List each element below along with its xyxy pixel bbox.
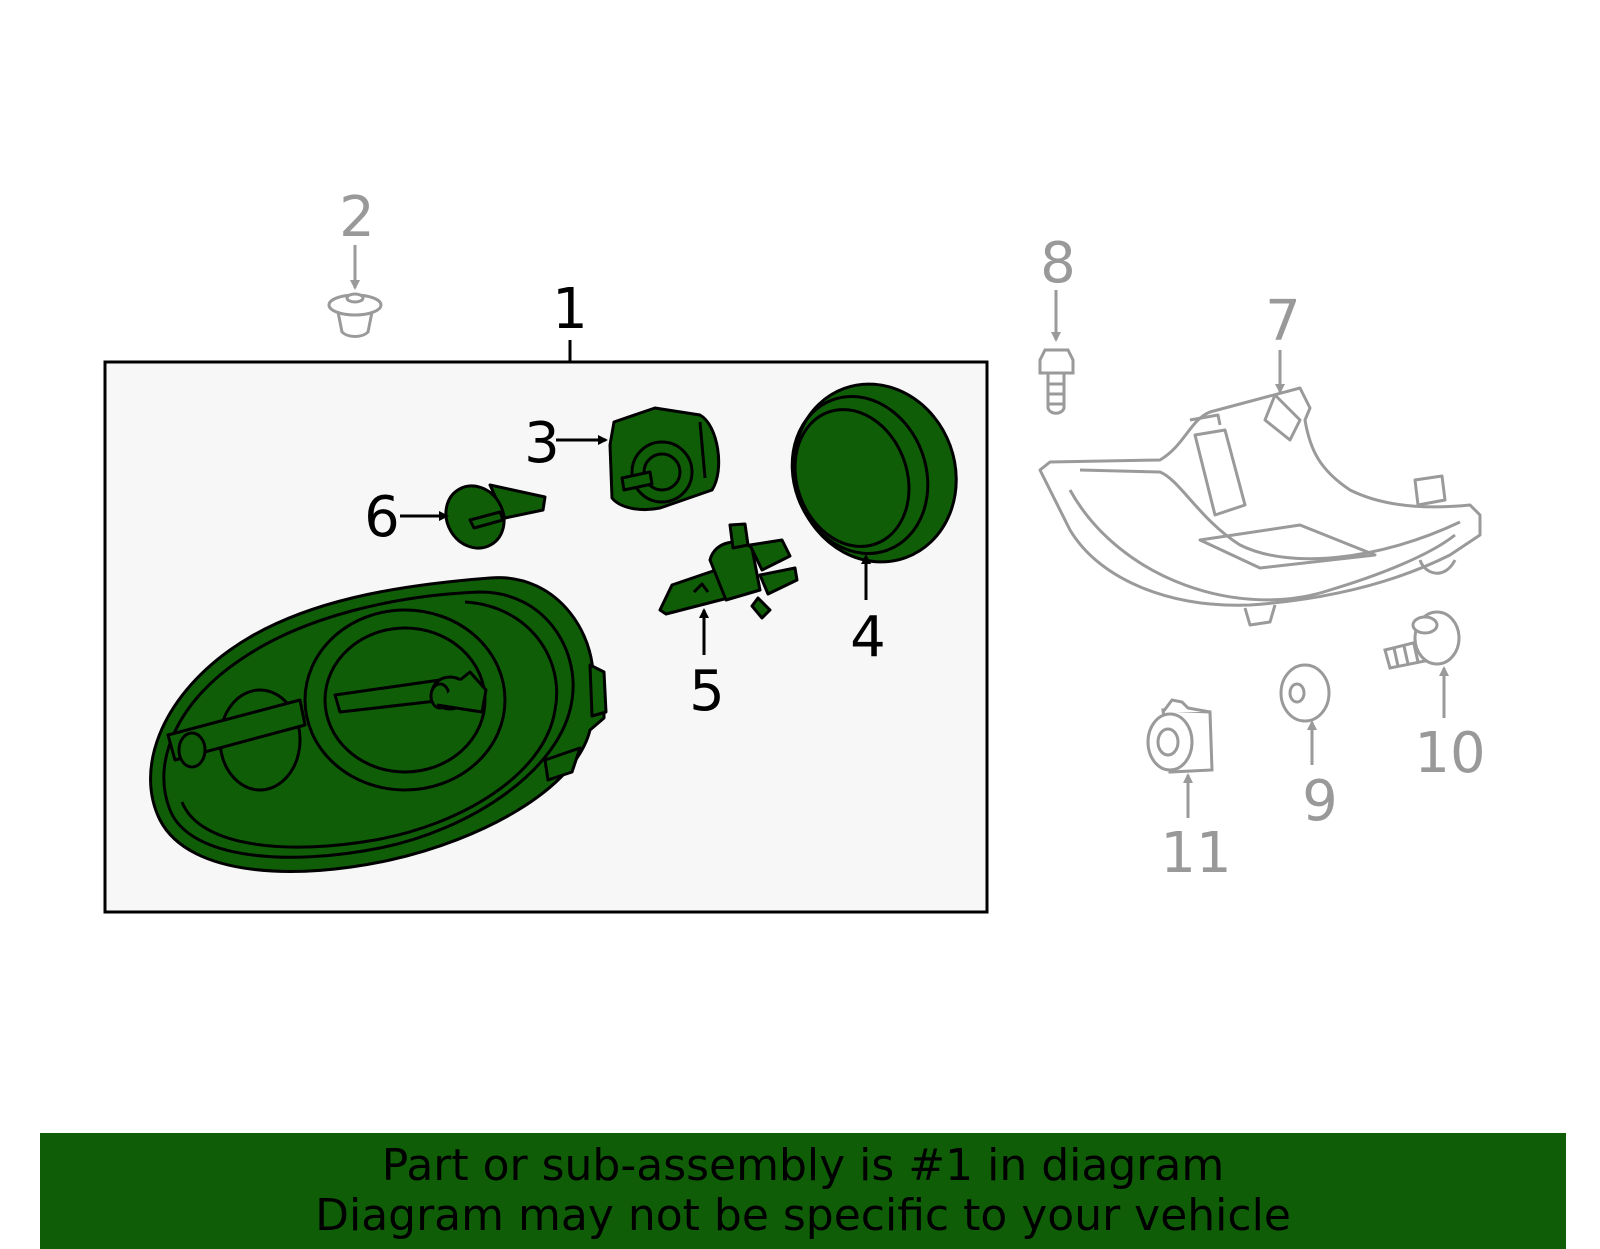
headlamp-bulb[interactable]: [658, 522, 799, 620]
callout-1: 1: [552, 277, 588, 342]
bolt[interactable]: [1038, 348, 1075, 415]
callout-2: 2: [339, 185, 375, 250]
info-banner: Part or sub-assembly is #1 in diagram Di…: [40, 1133, 1566, 1249]
callout-8: 8: [1040, 231, 1076, 296]
callout-3: 3: [524, 411, 560, 476]
callout-leaders: [350, 245, 1449, 818]
callout-6: 6: [364, 485, 400, 550]
washer[interactable]: [1279, 663, 1331, 723]
callout-11: 11: [1160, 821, 1231, 886]
bulb-socket[interactable]: [608, 406, 721, 512]
callout-4: 4: [850, 605, 886, 670]
retainer-nut[interactable]: [1146, 698, 1214, 774]
banner-line-1: Part or sub-assembly is #1 in diagram: [381, 1140, 1225, 1191]
push-clip[interactable]: [327, 292, 383, 338]
callout-10: 10: [1414, 721, 1485, 786]
callout-5: 5: [689, 659, 725, 724]
callout-9: 9: [1302, 769, 1338, 834]
callout-7: 7: [1265, 289, 1301, 354]
dust-cap[interactable]: [769, 361, 981, 585]
mounting-bracket[interactable]: [1038, 386, 1482, 627]
headlamp-housing[interactable]: [149, 576, 608, 873]
banner-line-2: Diagram may not be specific to your vehi…: [315, 1190, 1291, 1241]
screw[interactable]: [1383, 610, 1461, 670]
parking-bulb[interactable]: [435, 475, 547, 558]
